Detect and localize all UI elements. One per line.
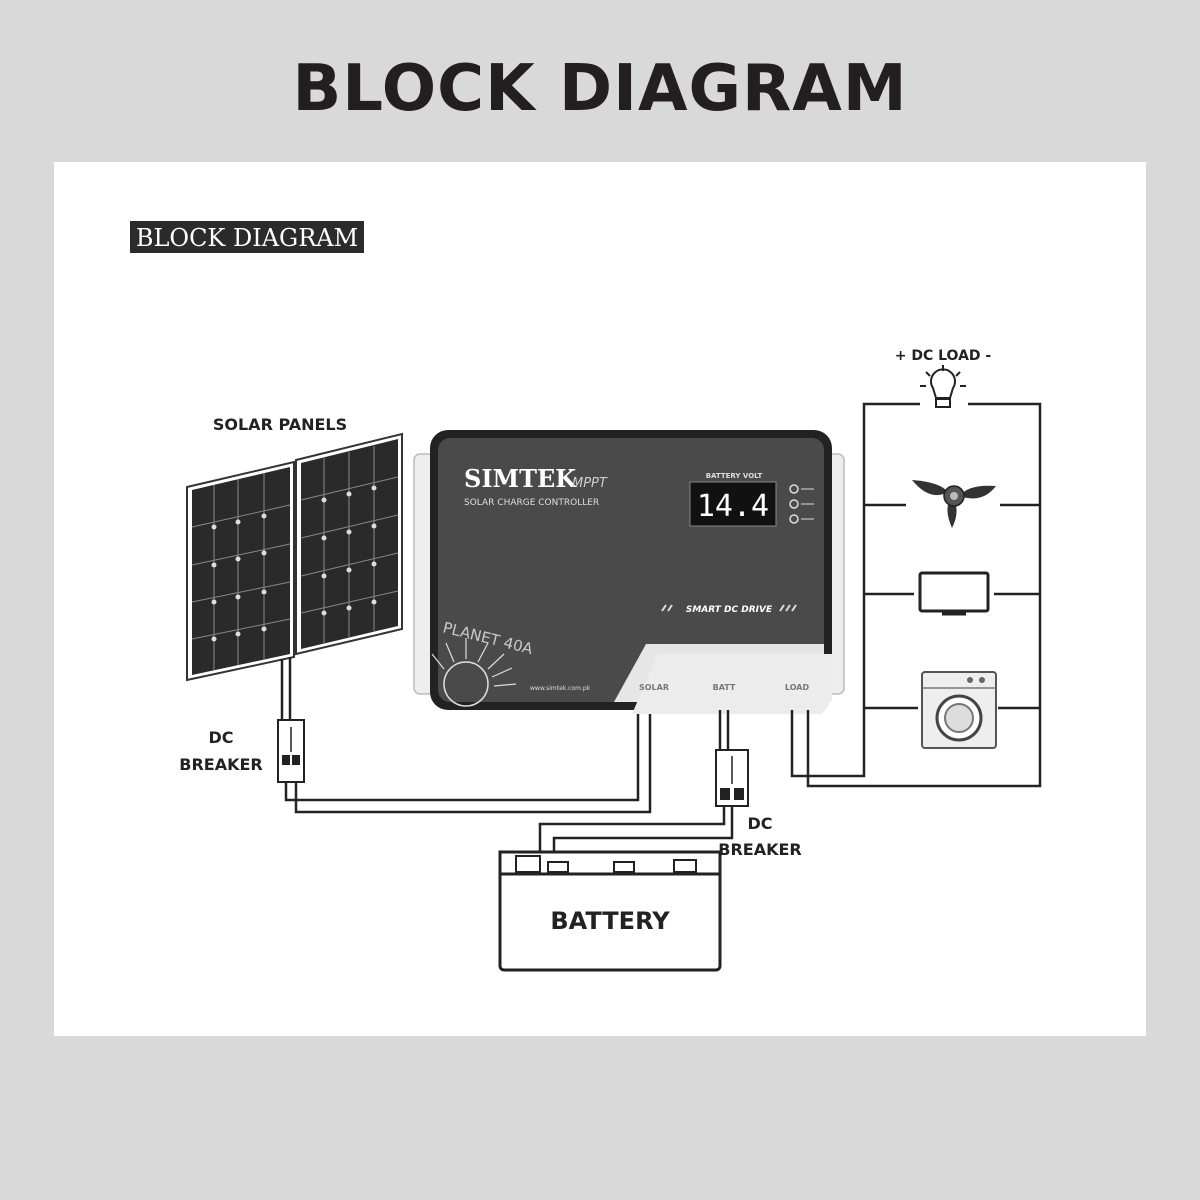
smart-dc-drive-label: SMART DC DRIVE — [686, 605, 773, 615]
controller-brand-suffix: MPPT — [572, 476, 608, 491]
port-solar-label: SOLAR — [639, 683, 669, 692]
port-load-label: LOAD — [785, 683, 810, 692]
charge-controller: SIMTEK MPPT SOLAR CHARGE CONTROLLER BATT… — [413, 430, 845, 714]
diagram-card: BLOCK DIAGRAM SOLAR PANELS — [54, 162, 1146, 1036]
dc-breaker-right-label-1: DC — [747, 814, 772, 833]
inner-title-badge: BLOCK DIAGRAM — [130, 221, 364, 253]
dc-breaker-right-label-2: BREAKER — [718, 840, 801, 859]
controller-brand: SIMTEK — [464, 464, 577, 493]
battery: BATTERY — [498, 850, 722, 972]
website-label: www.simtek.com.pk — [530, 685, 591, 692]
solar-input-wires — [284, 710, 652, 814]
port-batt-label: BATT — [713, 683, 736, 692]
load-wires — [790, 402, 1042, 788]
display-label: BATTERY VOLT — [706, 472, 763, 480]
dc-breaker-left-label-1: DC — [208, 728, 233, 747]
page-title: BLOCK DIAGRAM — [292, 52, 908, 126]
bulb-icon — [920, 365, 966, 408]
ceiling-fan-icon — [912, 480, 996, 528]
led-indicator-icon — [789, 484, 799, 494]
dc-breaker-left — [277, 719, 305, 783]
solar-panels — [186, 432, 403, 682]
tv-icon — [918, 571, 990, 616]
block-diagram: BLOCK DIAGRAM SOLAR PANELS — [130, 221, 1042, 972]
battery-wires — [538, 710, 734, 854]
solar-panels-label: SOLAR PANELS — [213, 415, 347, 434]
washing-machine-icon — [921, 671, 997, 749]
battery-volt-display: 14.4 — [697, 489, 769, 524]
battery-label: BATTERY — [550, 907, 670, 935]
inner-title-text: BLOCK DIAGRAM — [136, 224, 358, 252]
dc-breaker-left-label-2: BREAKER — [179, 755, 262, 774]
sun-logo-icon — [431, 638, 517, 707]
dc-breaker-right — [715, 749, 749, 807]
led-indicator-icon — [789, 499, 799, 509]
dc-load-label: + DC LOAD - — [895, 348, 992, 364]
controller-subtitle: SOLAR CHARGE CONTROLLER — [464, 498, 599, 508]
led-indicator-icon — [789, 514, 799, 524]
